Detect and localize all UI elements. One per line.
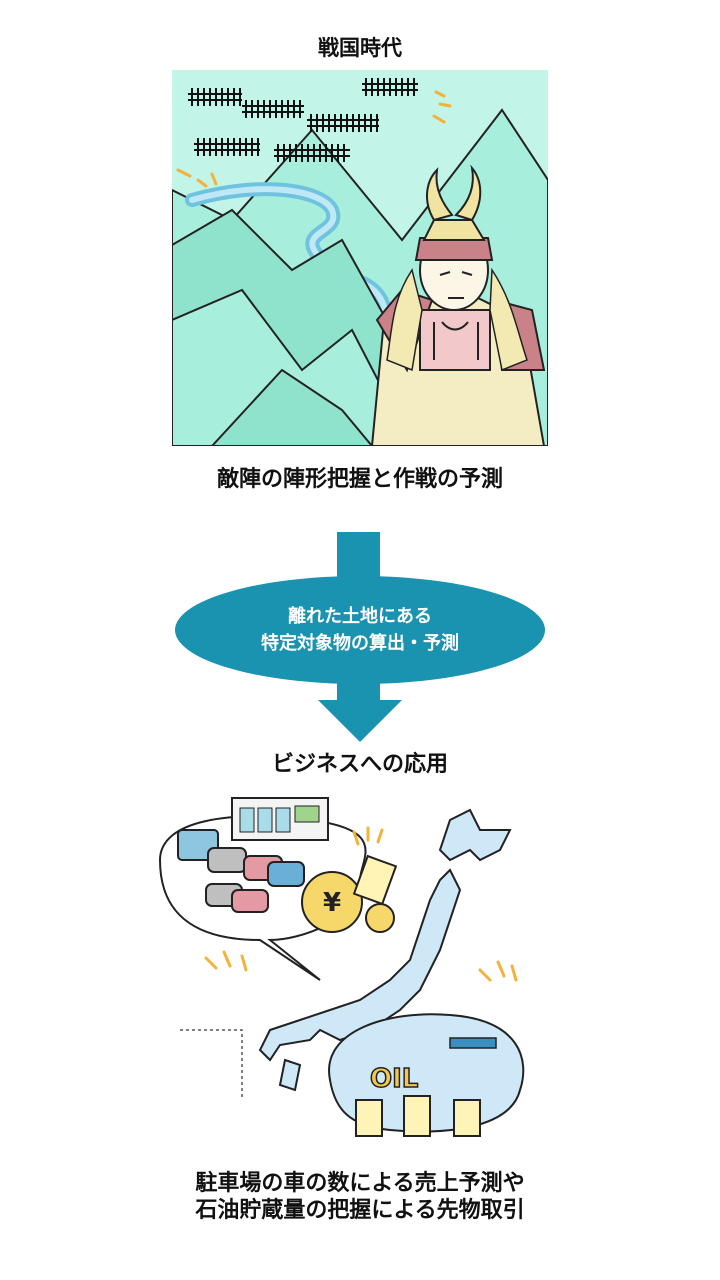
enemy-formation: [188, 78, 418, 162]
top-title: 戦国時代: [318, 36, 402, 60]
business-illustration: ¥ OIL: [158, 797, 525, 1137]
store-building: [231, 797, 329, 841]
oil-label: OIL: [370, 1064, 418, 1094]
transition-line1: 離れた土地にある: [288, 606, 432, 627]
parked-cars: [177, 829, 305, 913]
yen-coin-icon: ¥: [301, 854, 398, 933]
business-title: ビジネスへの応用: [271, 752, 448, 777]
japan-map: [258, 808, 512, 1062]
svg-text:¥: ¥: [323, 888, 341, 918]
transition-line2: 特定対象物の算出・予測: [261, 633, 459, 654]
transition-text: 離れた土地にある 特定対象物の算出・予測: [175, 603, 545, 657]
arrow-head: [318, 700, 402, 742]
sengoku-illustration: [172, 70, 548, 446]
business-caption-line2: 石油貯蔵量の把握による先物取引: [195, 1198, 525, 1223]
business-caption: 駐車場の車の数による売上予測や 石油貯蔵量の把握による先物取引: [0, 1170, 720, 1224]
business-caption-line1: 駐車場の車の数による売上予測や: [195, 1171, 525, 1196]
sengoku-caption: 敵陣の陣形把握と作戦の予測: [216, 467, 503, 492]
oil-tanks: [355, 1095, 481, 1137]
samurai-figure: [370, 164, 546, 446]
satellite-icon: [449, 1037, 497, 1049]
